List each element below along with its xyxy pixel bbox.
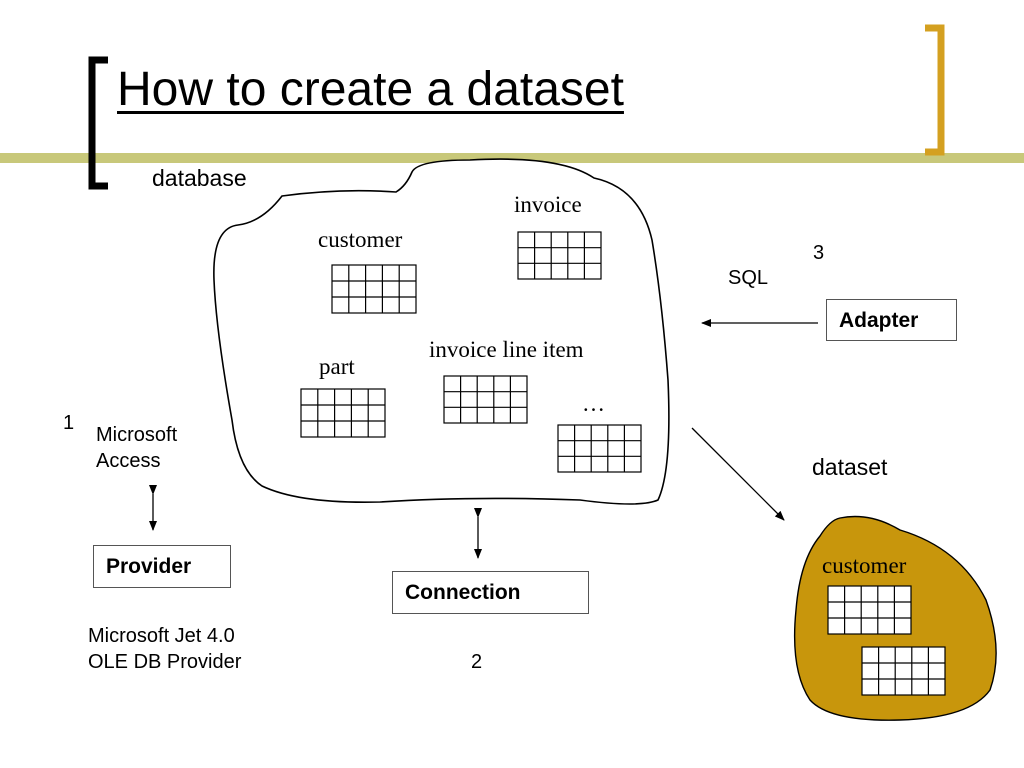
- dataset-customer-grid-icon: [827, 585, 912, 635]
- step-1-number: 1: [63, 412, 75, 434]
- invoice-line-item-label: invoice line item: [429, 337, 584, 362]
- adapter-box[interactable]: Adapter: [826, 299, 957, 341]
- database-to-dataset-arrow: [691, 427, 785, 521]
- database-label: database: [152, 165, 247, 191]
- dataset-extra-grid-icon: [861, 646, 946, 696]
- connection-box[interactable]: Connection: [392, 571, 589, 614]
- part-grid-icon: [300, 388, 386, 438]
- accent-bar: [0, 153, 1024, 163]
- left-bracket: [88, 56, 108, 190]
- provider-box[interactable]: Provider: [93, 545, 231, 588]
- part-table-label: part: [319, 354, 355, 379]
- customer-table-label: customer: [318, 227, 403, 252]
- right-bracket: [925, 24, 945, 156]
- step-2-number: 2: [471, 651, 483, 673]
- customer-grid-icon: [331, 264, 417, 314]
- sql-label: SQL: [728, 267, 769, 289]
- extra-table-grid-icon: [557, 424, 642, 473]
- invoice-table-label: invoice: [514, 192, 582, 217]
- invoice-grid-icon: [517, 231, 602, 280]
- more-tables-ellipsis: …: [582, 391, 605, 416]
- jet-provider-label: Microsoft Jet 4.0 OLE DB Provider: [88, 625, 242, 673]
- microsoft-access-label: Microsoft Access: [96, 424, 178, 472]
- dataset-label: dataset: [812, 454, 888, 480]
- invoice-line-item-grid-icon: [443, 375, 528, 424]
- dataset-customer-label: customer: [822, 553, 907, 578]
- page-title: How to create a dataset: [117, 63, 624, 116]
- step-3-number: 3: [813, 242, 825, 264]
